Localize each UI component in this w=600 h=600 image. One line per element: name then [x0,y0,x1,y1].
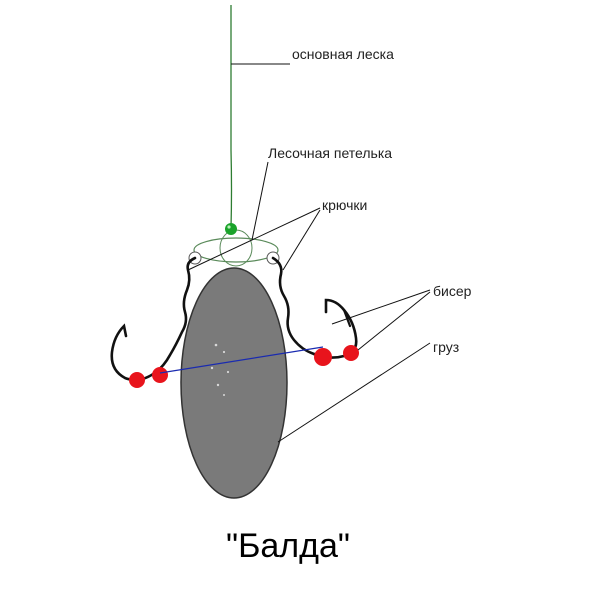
sinker-speck [226,370,230,374]
pointer-beads-right [357,291,431,351]
sinker-speck [214,343,218,347]
sinker-speck [216,383,220,387]
right-hook-leash [271,256,316,356]
red-bead-right-inner [314,348,332,366]
red-bead-right-outer [343,345,359,361]
main-line [230,5,233,229]
pointer-beads-left [331,289,431,325]
pointer-line-loop [251,161,269,241]
label-beads: бисер [433,283,472,299]
green-bead [225,223,237,235]
right-hook-barb [342,308,352,328]
label-sinker: груз [433,339,459,355]
diagram-caption: "Балда" [226,527,350,565]
red-bead-left-outer [129,372,145,388]
label-main-line: основная леска [292,46,394,62]
pointer-hooks-right [282,209,321,271]
pointer-hooks-left [187,207,321,271]
left-hook [110,323,158,382]
pointer-sinker [277,342,431,443]
sinker-speck [223,394,225,396]
line-loop [193,237,279,263]
green-bead-highlight [227,225,231,229]
right-hook [312,298,358,359]
red-bead-left-inner [152,367,168,383]
blue-connector-line [159,346,324,374]
sinker-speck [210,366,214,370]
label-hooks: крючки [322,197,367,213]
label-line-loop: Лесочная петелька [268,145,392,161]
sinker [180,267,288,499]
sinker-speck [222,350,226,354]
